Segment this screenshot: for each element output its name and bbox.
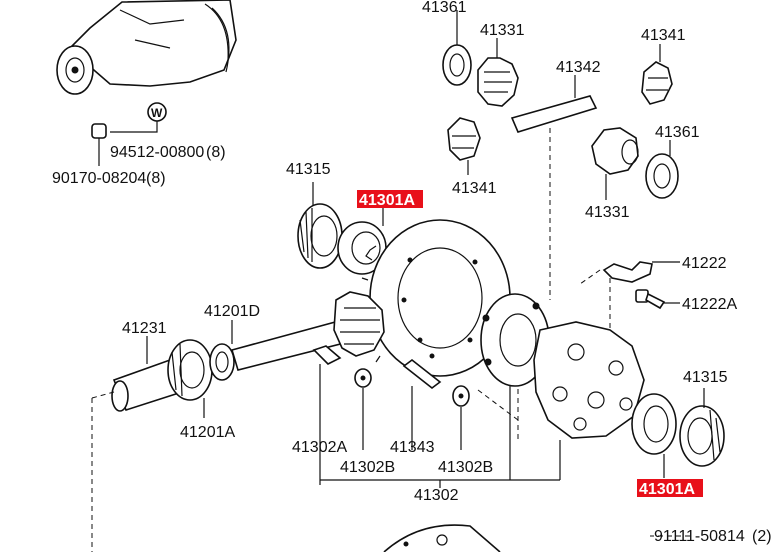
label-41222: 41222 bbox=[682, 255, 727, 272]
label-41301A-top: 41301A bbox=[359, 192, 415, 209]
label-41301A-top-highlight: 41301A bbox=[357, 190, 423, 209]
label-91111-qty: (2) bbox=[752, 528, 772, 545]
label-41231: 41231 bbox=[122, 320, 167, 337]
label-41302A: 41302A bbox=[292, 439, 347, 456]
pinion-shaft-41342 bbox=[510, 75, 598, 133]
label-41302B-right: 41302B bbox=[438, 459, 493, 476]
label-41341-right: 41341 bbox=[641, 27, 686, 44]
label-41315-right: 41315 bbox=[683, 369, 728, 386]
bracket-41302 bbox=[320, 370, 561, 488]
label-41343: 41343 bbox=[390, 439, 435, 456]
bolt-41222A bbox=[635, 289, 680, 310]
pinion-gear-41341-right bbox=[641, 44, 673, 105]
label-41301A-bottom-highlight: 41301A bbox=[637, 479, 703, 498]
bracket-41222 bbox=[602, 261, 680, 283]
drive-pinion-41231 bbox=[230, 291, 385, 371]
label-41201A: 41201A bbox=[180, 424, 235, 441]
label-90170-qty: (8) bbox=[146, 170, 166, 187]
label-41341-mid: 41341 bbox=[452, 180, 497, 197]
label-41301A-bottom: 41301A bbox=[639, 481, 695, 498]
bolt-41302A bbox=[312, 345, 342, 485]
washer-41361-right bbox=[645, 140, 679, 199]
guide-line-right bbox=[579, 269, 611, 330]
label-94512: 94512-00800 bbox=[110, 144, 204, 161]
label-41222A: 41222A bbox=[682, 296, 737, 313]
bearing-41315-right bbox=[679, 388, 725, 467]
nut-41302B-right bbox=[452, 385, 470, 450]
label-41331-top: 41331 bbox=[480, 22, 525, 39]
cover-partial bbox=[383, 524, 501, 552]
bearing-41201A bbox=[167, 339, 213, 418]
nut-41302B-left bbox=[354, 368, 372, 450]
label-91111: 91111-50814 bbox=[654, 528, 745, 545]
differential-case bbox=[480, 293, 645, 439]
side-gear-41331-top bbox=[477, 38, 519, 107]
pin-41343 bbox=[402, 358, 442, 450]
differential-carrier-housing bbox=[56, 0, 237, 95]
label-41361-right: 41361 bbox=[655, 124, 700, 141]
label-94512-qty: (8) bbox=[206, 144, 226, 161]
washer-94512: W bbox=[110, 102, 167, 133]
label-41315-left: 41315 bbox=[286, 161, 331, 178]
label-41342: 41342 bbox=[556, 59, 601, 76]
label-41361-top: 41361 bbox=[422, 0, 467, 16]
guide-line-mid bbox=[477, 389, 519, 421]
label-41302: 41302 bbox=[414, 487, 459, 504]
pinion-gear-41341-mid bbox=[447, 117, 481, 175]
label-41201D: 41201D bbox=[204, 303, 260, 320]
spacer-41201D bbox=[209, 320, 235, 381]
washer-41361-top bbox=[442, 10, 472, 86]
bearing-41315-left bbox=[297, 182, 343, 269]
label-90170: 90170-08204 bbox=[52, 170, 146, 187]
side-gear-41331-mid bbox=[591, 127, 639, 200]
bearing-41301A-right bbox=[631, 393, 677, 478]
label-41331-mid: 41331 bbox=[585, 204, 630, 221]
washer-marker-icon: W bbox=[151, 106, 163, 120]
bolt-90170 bbox=[91, 123, 107, 166]
guide-line-left-h bbox=[91, 391, 115, 399]
label-41302B-left: 41302B bbox=[340, 459, 395, 476]
